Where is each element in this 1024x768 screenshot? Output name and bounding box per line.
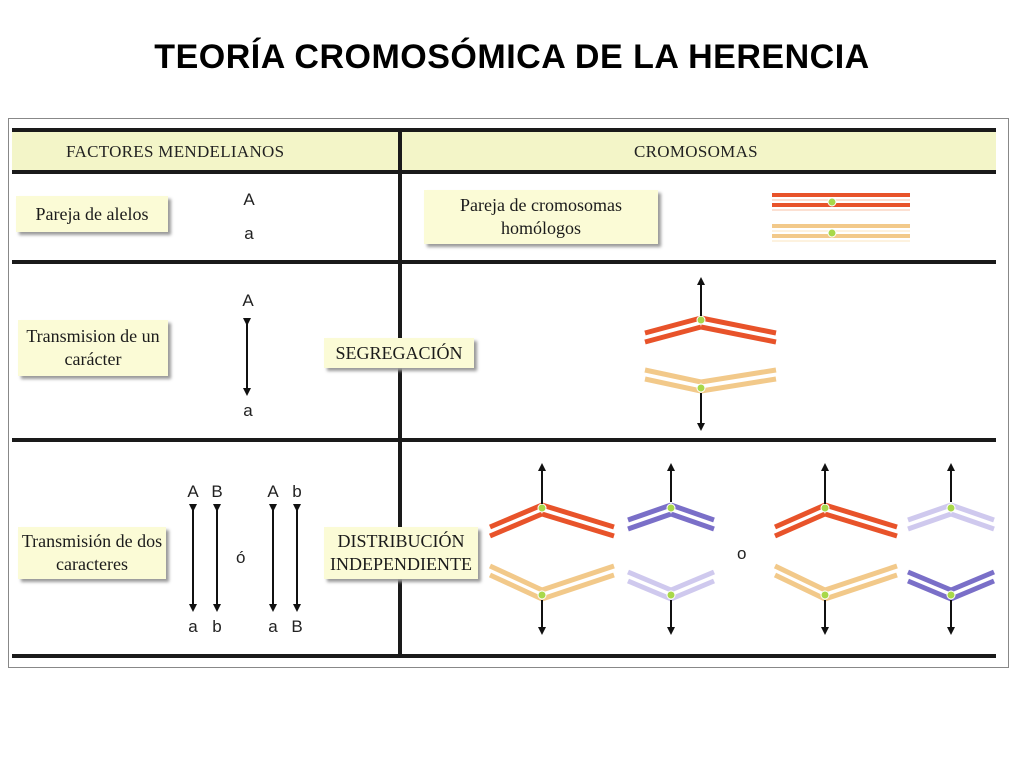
- table-rule: [12, 170, 996, 174]
- allele-dominant: A: [242, 291, 254, 310]
- allele-B2: B: [291, 617, 303, 636]
- table-rule: [12, 438, 996, 442]
- label-transmision-caracter: Transmision de un carácter: [18, 320, 168, 376]
- distribution-red-up: [489, 502, 615, 539]
- table-rule: [12, 260, 996, 264]
- distribution-blue-up: [627, 502, 715, 532]
- table-rule: [12, 128, 996, 132]
- chromosome-pair-red: [772, 193, 910, 211]
- header-band: [12, 132, 996, 172]
- allele-b1: b: [212, 617, 222, 636]
- chromosome-pair-yellow: [772, 224, 910, 242]
- allele-dominant: A: [243, 190, 255, 209]
- allele-recessive: a: [244, 224, 254, 243]
- table-rule: [12, 654, 996, 658]
- allele-A2: A: [267, 482, 279, 501]
- label-homologos: Pareja de cromosomas homólogos: [424, 190, 658, 244]
- distribution-lightblue-down: [627, 569, 715, 602]
- allele-recessive: a: [243, 401, 253, 420]
- distribution-lightblue-up: [907, 502, 995, 532]
- label-distribucion: DISTRIBUCIÓN INDEPENDIENTE: [324, 527, 478, 579]
- distribution-blue-down: [907, 569, 995, 602]
- segregation-yellow-down: [644, 367, 777, 394]
- segregation-red-up: [644, 315, 777, 345]
- label-pareja-alelos: Pareja de alelos: [16, 196, 168, 232]
- page-title: TEORÍA CROMOSÓMICA DE LA HERENCIA: [154, 38, 870, 76]
- header-factores: FACTORES MENDELIANOS: [66, 142, 285, 161]
- column-divider: [398, 128, 402, 658]
- allele-B1: B: [211, 482, 223, 501]
- allele-a2: a: [268, 617, 278, 636]
- allele-a1: a: [188, 617, 198, 636]
- or-glyph-right: o: [737, 544, 747, 563]
- label-transmision-dos: Transmisión de dos caracteres: [18, 527, 166, 579]
- distribution-yellow-down: [773, 563, 898, 602]
- or-glyph-left: ó: [236, 548, 246, 567]
- label-segregacion: SEGREGACIÓN: [324, 338, 474, 368]
- distribution-red-up: [773, 502, 898, 539]
- allele-A1: A: [187, 482, 199, 501]
- allele-b2: b: [292, 482, 302, 501]
- distribution-yellow-down: [488, 563, 615, 602]
- header-cromosomas: CROMOSOMAS: [634, 142, 758, 161]
